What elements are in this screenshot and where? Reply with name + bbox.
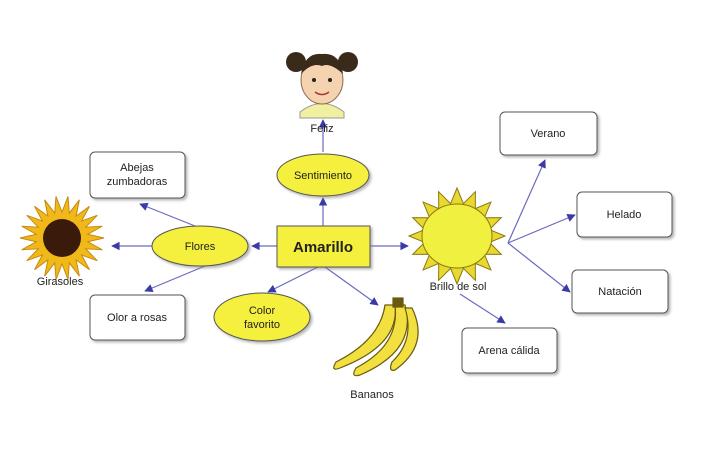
arena-label: Arena cálida: [478, 345, 540, 357]
verano-node: [499, 111, 598, 156]
bananos-label: Bananos: [350, 389, 394, 401]
flores-label: Flores: [185, 241, 216, 253]
brillo-label: Brillo de sol: [430, 281, 487, 293]
color-label-1: Color: [249, 305, 276, 317]
girl-face-icon: [286, 52, 358, 119]
color-label-2: favorito: [244, 319, 280, 331]
amarillo-node: [276, 225, 371, 268]
bananas-icon: [333, 297, 419, 377]
olor-node: [89, 294, 186, 341]
girasoles-label: Girasoles: [37, 276, 84, 288]
sentimiento-label: Sentimiento: [294, 170, 352, 182]
olor-label: Olor a rosas: [107, 312, 167, 324]
sun-icon: [407, 186, 507, 286]
natacion-label: Natación: [598, 286, 641, 298]
abejas-label-1: Abejas: [120, 162, 154, 174]
natacion-node: [571, 269, 669, 314]
feliz-label: Feliz: [310, 123, 333, 135]
arena-node: [461, 327, 558, 374]
abejas-label-2: zumbadoras: [107, 176, 168, 188]
sentimiento-node: [276, 153, 370, 197]
color-favorito-node: [213, 292, 311, 342]
helado-label: Helado: [607, 209, 642, 221]
amarillo-label: Amarillo: [293, 239, 353, 256]
flores-node: [151, 225, 249, 267]
verano-label: Verano: [531, 128, 566, 140]
sunflower-icon: [19, 196, 105, 280]
abejas-node: [89, 151, 186, 199]
arrows: [111, 119, 576, 324]
helado-node: [576, 191, 673, 238]
